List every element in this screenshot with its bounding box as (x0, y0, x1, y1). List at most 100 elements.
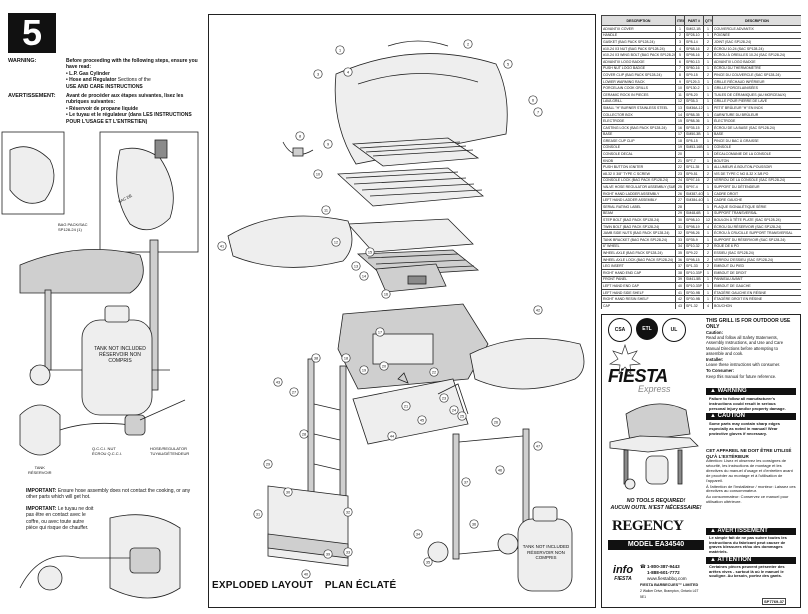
table-cell: 20 (675, 150, 685, 158)
table-cell: 31 (675, 222, 685, 231)
callout-label: 20 (382, 364, 386, 368)
callout-label: 30 (286, 490, 290, 494)
hose-regulator-label: HOSE/REGULATOR TUYAU/DÉTENDEUR (150, 446, 189, 456)
callout-label: 33 (346, 550, 350, 554)
table-cell: TANK BRACKET (BAG PACK SP128-24) (601, 236, 676, 244)
table-cell: SP30-9B (684, 295, 704, 303)
callout-39: 39 (323, 549, 333, 559)
callout-label: 43 (276, 380, 280, 384)
callout-circle (341, 353, 351, 363)
warning-item2-suffix: Sections of the (116, 77, 151, 84)
callout-circle (401, 401, 411, 411)
table-cell: ELECTRODE (601, 117, 676, 125)
callout-label: 2 (467, 42, 469, 46)
callout-label: 4 (347, 70, 349, 74)
callout-42: 42 (533, 305, 543, 315)
table-cell: GARNITURE DU BRÛLEUR (712, 110, 801, 119)
table-cell: SP28-10 (684, 31, 704, 40)
company-address: 2 Walker Drive, Brampton, Ontario L6T 5E… (640, 589, 699, 599)
plan-eclate-text: PLAN ÉCLATÉ (324, 580, 397, 591)
callout-circle (331, 237, 341, 247)
callout-circle (313, 69, 323, 79)
table-cell: VALVE HOSE REGULATOR ASSEMBLY (SUB) (601, 183, 676, 191)
clip-detail (154, 139, 168, 159)
table-cell: 1 (703, 77, 713, 86)
callout-label: 41 (220, 244, 224, 248)
parts-header-2: PART # (684, 15, 704, 26)
callout-19: 19 (359, 365, 369, 375)
table-cell: BOUCHON (712, 301, 801, 309)
callout-label: 26 (494, 420, 498, 424)
tank-not-included-center-text: TANK NOT INCLUDED (522, 544, 570, 549)
table-cell: 1 (703, 295, 713, 303)
tank-illustration (81, 319, 153, 416)
table-row: #10-24 X3 WING BOLT (BAG PACK SP128-24)5… (601, 51, 801, 59)
callout-10: 10 (313, 169, 323, 179)
base-bowl (337, 303, 489, 390)
bag-pack-code: SP128-24 (1) (58, 227, 82, 232)
table-cell: 18 (675, 137, 685, 145)
table-cell: CADRE DROIT (712, 189, 801, 198)
table-cell: ROUE DE 6 PO (712, 242, 801, 251)
callout-circle (311, 353, 321, 363)
important-text-fr: Le tuyau ne doit pas être en contact ave… (26, 506, 94, 532)
table-cell: BOULON À TÊTE PLATE (SAC SP128-24) (712, 216, 801, 224)
table-cell: 12 (675, 97, 685, 106)
callout-circle (323, 549, 333, 559)
callout-30: 30 (283, 487, 293, 497)
table-cell: COVER CLIP (BAG PACK SP128-24) (601, 71, 676, 79)
table-cell: PUSH BUTTON IGNITER (601, 163, 676, 172)
table-cell: ÉCROU À CRUCILLE SUPPORT TRANSVERSAL (712, 229, 801, 237)
table-cell: CONSOLE (712, 143, 801, 152)
callout-label: 8 (299, 134, 301, 138)
right-ladder (452, 428, 530, 560)
table-cell: WHEEL AXLE (BAG PACK SP128-24) (601, 249, 676, 257)
table-cell: SM48-6B (684, 209, 704, 218)
warning-item3: USE AND CARE INSTRUCTIONS (66, 83, 143, 90)
callout-28: 28 (299, 429, 309, 439)
table-cell: 10 (675, 84, 685, 92)
callout-circle (413, 529, 423, 539)
table-cell: JAMB SIDE NUTS (BAG PACK SP128-24) (601, 229, 676, 237)
reservoir-non-compris-center-text: RÉSERVOIR NON COMPRIS (527, 549, 565, 561)
table-cell: 1 (703, 90, 713, 99)
bag-pack-text: BAG PACK/SAC (58, 222, 88, 227)
table-cell: 1 (703, 288, 713, 297)
table-cell: LAVA GRILL (601, 97, 676, 106)
callout-circle (295, 131, 305, 141)
callout-2: 2 (463, 39, 473, 49)
badge-csa: CSA (608, 318, 632, 342)
product-leg-2 (677, 449, 683, 485)
wheel-left (427, 541, 449, 563)
important-note-fr: IMPORTANT: Le tuyau ne doit pas être en … (26, 506, 94, 532)
callout-label: 5 (507, 62, 509, 66)
table-cell: 4 (675, 44, 685, 53)
callout-label: 45 (420, 418, 424, 422)
table-cell: SP11-35 (684, 163, 704, 172)
table-cell: 1 (703, 163, 713, 172)
callout-label: 31 (256, 512, 260, 516)
table-cell: CASTING LOCK (BAG PACK SP128-24) (601, 123, 676, 132)
table-cell: 1 (703, 229, 713, 237)
callout-20: 20 (379, 361, 389, 371)
avert-head-text: AVERTISSEMENT (717, 528, 768, 534)
callout-label: 18 (344, 356, 348, 360)
callout-circle (381, 289, 391, 299)
callout-circle (463, 39, 473, 49)
company-name: FIESTA BARBECUES™ LIMITED (640, 583, 699, 587)
callout-24: 24 (449, 405, 459, 415)
table-cell: 25 (675, 183, 685, 191)
qcc-nut-label: Q.C.C.I. NUT ÉCROU Q.C.C.I. (92, 446, 122, 456)
table-cell: SP8-20 (684, 90, 704, 99)
avertissement-label: AVERTISSEMENT: (8, 93, 56, 100)
table-cell: BASE (601, 130, 676, 139)
callout-label: 17 (378, 330, 382, 334)
